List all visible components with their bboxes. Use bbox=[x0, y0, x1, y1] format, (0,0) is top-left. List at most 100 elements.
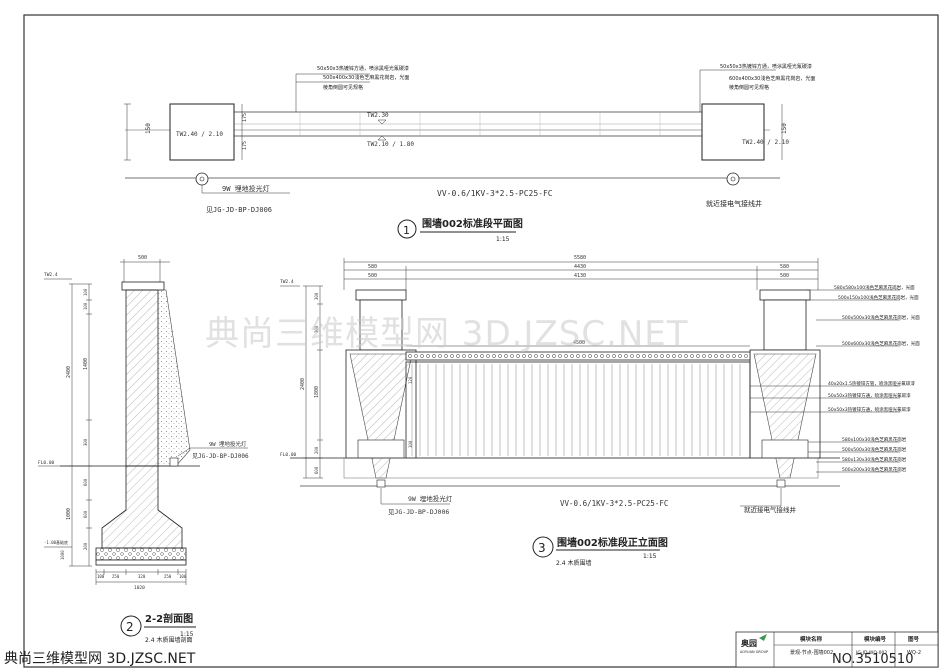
elev-ldim-a: 1800 bbox=[314, 386, 320, 398]
elev-scale: 1:15 bbox=[643, 553, 657, 560]
elev-note-3: 500x500x30浅色芝麻黑花岗岩，光面 bbox=[842, 314, 920, 321]
elev-level-top: TW2.4 bbox=[280, 279, 294, 285]
section-lamp-icon bbox=[169, 457, 179, 467]
rail-bead bbox=[732, 354, 736, 358]
plan-note-right-2: 600x400x30浅色芝麻黑花岗岩，光面 bbox=[729, 75, 815, 82]
sheet-border bbox=[23, 14, 939, 668]
plan-pillar-left bbox=[169, 103, 235, 161]
section-dim-total: 2400 bbox=[66, 366, 72, 378]
rail-bead bbox=[576, 354, 580, 358]
section-scale: 1:15 bbox=[180, 631, 194, 638]
elev-pillar-right bbox=[749, 289, 821, 479]
rail-bead bbox=[570, 354, 574, 358]
elev-top-rail bbox=[405, 351, 751, 361]
elev-lamp-label: 9W 埋地投光灯 bbox=[408, 494, 453, 503]
elev-title-number: 3 bbox=[538, 541, 546, 555]
plan-note-left-2: 500x400x30浅色芝麻黑花岗岩，光面 bbox=[323, 74, 409, 81]
title-block-logo: 奥园 bbox=[740, 638, 757, 648]
rail-bead bbox=[486, 354, 490, 358]
plan-pillar-right bbox=[701, 103, 765, 161]
section-bdim-d: 250 bbox=[164, 574, 172, 579]
section-dim-g: 600 bbox=[83, 510, 88, 518]
elev-rail-ornament bbox=[408, 354, 748, 358]
elev-inner-dim: 4500 bbox=[573, 340, 585, 346]
plan-title: 围墙002标准段平面图 bbox=[422, 217, 523, 230]
plan-dim-left: 150 bbox=[145, 123, 152, 134]
rail-bead bbox=[528, 354, 532, 358]
section-title-circle bbox=[120, 615, 142, 637]
rail-bead bbox=[654, 354, 658, 358]
section-lamp-label: 9W 埋地投光灯 bbox=[209, 440, 247, 448]
elev-note-7: 50x50x3热镀锌方通，喷涂黑哑光氟碳漆 bbox=[828, 406, 911, 413]
plan-note-right-1: 50x50x3热镀锌方通，喷涂黑哑光氟碳漆 bbox=[720, 63, 812, 70]
elev-foundation bbox=[343, 457, 819, 479]
elev-note-9: 500x500x30浅色芝麻黑花岗岩 bbox=[842, 446, 907, 453]
rail-bead bbox=[462, 354, 466, 358]
rail-bead bbox=[660, 354, 664, 358]
rail-bead bbox=[678, 354, 682, 358]
plan-note-right-3: 棱角倒圆可见规格 bbox=[729, 84, 769, 91]
plan-lamp-label: 9W 埋地投光灯 bbox=[222, 184, 270, 193]
plan-view: TW2.40 / 2.10 TW2.30 TW2.10 / 1.80 TW2.4… bbox=[124, 63, 815, 243]
section-title: 2-2剖面图 bbox=[145, 612, 193, 625]
section-dim-d: 300 bbox=[83, 438, 88, 446]
rail-bead bbox=[672, 354, 676, 358]
rail-bead bbox=[624, 354, 628, 358]
rail-bead bbox=[702, 354, 706, 358]
elev-dim-left-500: 500 bbox=[368, 273, 377, 279]
rail-bead bbox=[438, 354, 442, 358]
elevation-view: 5580 580 4430 580 500 4130 500 4500 bbox=[280, 255, 920, 567]
rail-bead bbox=[468, 354, 472, 358]
plan-level-left: TW2.40 / 2.10 bbox=[176, 131, 223, 138]
watermark: 典尚三维模型网 3D.JZSC.NET bbox=[205, 314, 689, 354]
plan-note-left-3: 棱角倒圆可见规格 bbox=[323, 84, 363, 91]
rail-bead bbox=[696, 354, 700, 358]
rail-bead bbox=[510, 354, 514, 358]
title-block-col2-value: JG-JD-WQ-002 bbox=[855, 650, 887, 656]
rail-bead bbox=[630, 354, 634, 358]
elev-dim-right-500: 500 bbox=[780, 273, 789, 279]
plan-cable-label: VV-0.6/1KV-3*2.5-PC25-FC bbox=[437, 189, 553, 198]
section-cap bbox=[121, 281, 165, 291]
rail-bead bbox=[420, 354, 424, 358]
plan-scale: 1:15 bbox=[496, 236, 510, 243]
elev-cable-label: VV-0.6/1KV-3*2.5-PC25-FC bbox=[560, 499, 668, 508]
elev-pickets bbox=[411, 364, 741, 456]
elev-dim-total: 5580 bbox=[574, 255, 586, 261]
rail-bead bbox=[426, 354, 430, 358]
footer-watermark-right: NO.3510510 bbox=[832, 652, 913, 667]
section-bdim-b: 250 bbox=[112, 574, 120, 579]
elev-note-1: 580x580x100浅色芝麻黑花岗岩，光面 bbox=[834, 284, 915, 291]
rail-bead bbox=[408, 354, 412, 358]
elev-level-floor: FL0.00 bbox=[280, 452, 297, 458]
title-block-col1-label: 模块名称 bbox=[800, 635, 823, 643]
elev-note-11: 500x200x30浅色芝麻黑花岗岩 bbox=[842, 466, 907, 473]
section-bdim-c: 320 bbox=[138, 574, 146, 579]
rail-bead bbox=[600, 354, 604, 358]
plan-dim-a: 175 bbox=[242, 113, 248, 122]
section-dim-f: 600 bbox=[83, 478, 88, 486]
elev-ldim-e: 200 bbox=[314, 446, 319, 454]
rail-bead bbox=[714, 354, 718, 358]
rail-bead bbox=[606, 354, 610, 358]
rail-bead bbox=[534, 354, 538, 358]
plan-note-left-1: 50x50x3热镀锌方通，喷涂黑哑光氟碳漆 bbox=[317, 65, 409, 72]
rail-bead bbox=[474, 354, 478, 358]
elev-ldim-c: 300 bbox=[314, 325, 319, 333]
elev-ldim-total: 2400 bbox=[300, 378, 306, 390]
rail-bead bbox=[522, 354, 526, 358]
rail-bead bbox=[414, 354, 418, 358]
rail-bead bbox=[636, 354, 640, 358]
rail-bead bbox=[504, 354, 508, 358]
rail-bead bbox=[456, 354, 460, 358]
plan-level-right: TW2.40 / 2.10 bbox=[742, 139, 789, 146]
rail-bead bbox=[744, 354, 748, 358]
rail-bead bbox=[444, 354, 448, 358]
rail-bead bbox=[612, 354, 616, 358]
elev-pillar-left bbox=[345, 289, 417, 479]
section-footing bbox=[101, 465, 183, 549]
rail-bead bbox=[498, 354, 502, 358]
section-view: 500 9W 埋地投光灯 见JG-JD-BP-DJ006 TW2.4 FL0.0… bbox=[38, 255, 249, 644]
section-dim-c: 100 bbox=[83, 302, 88, 310]
